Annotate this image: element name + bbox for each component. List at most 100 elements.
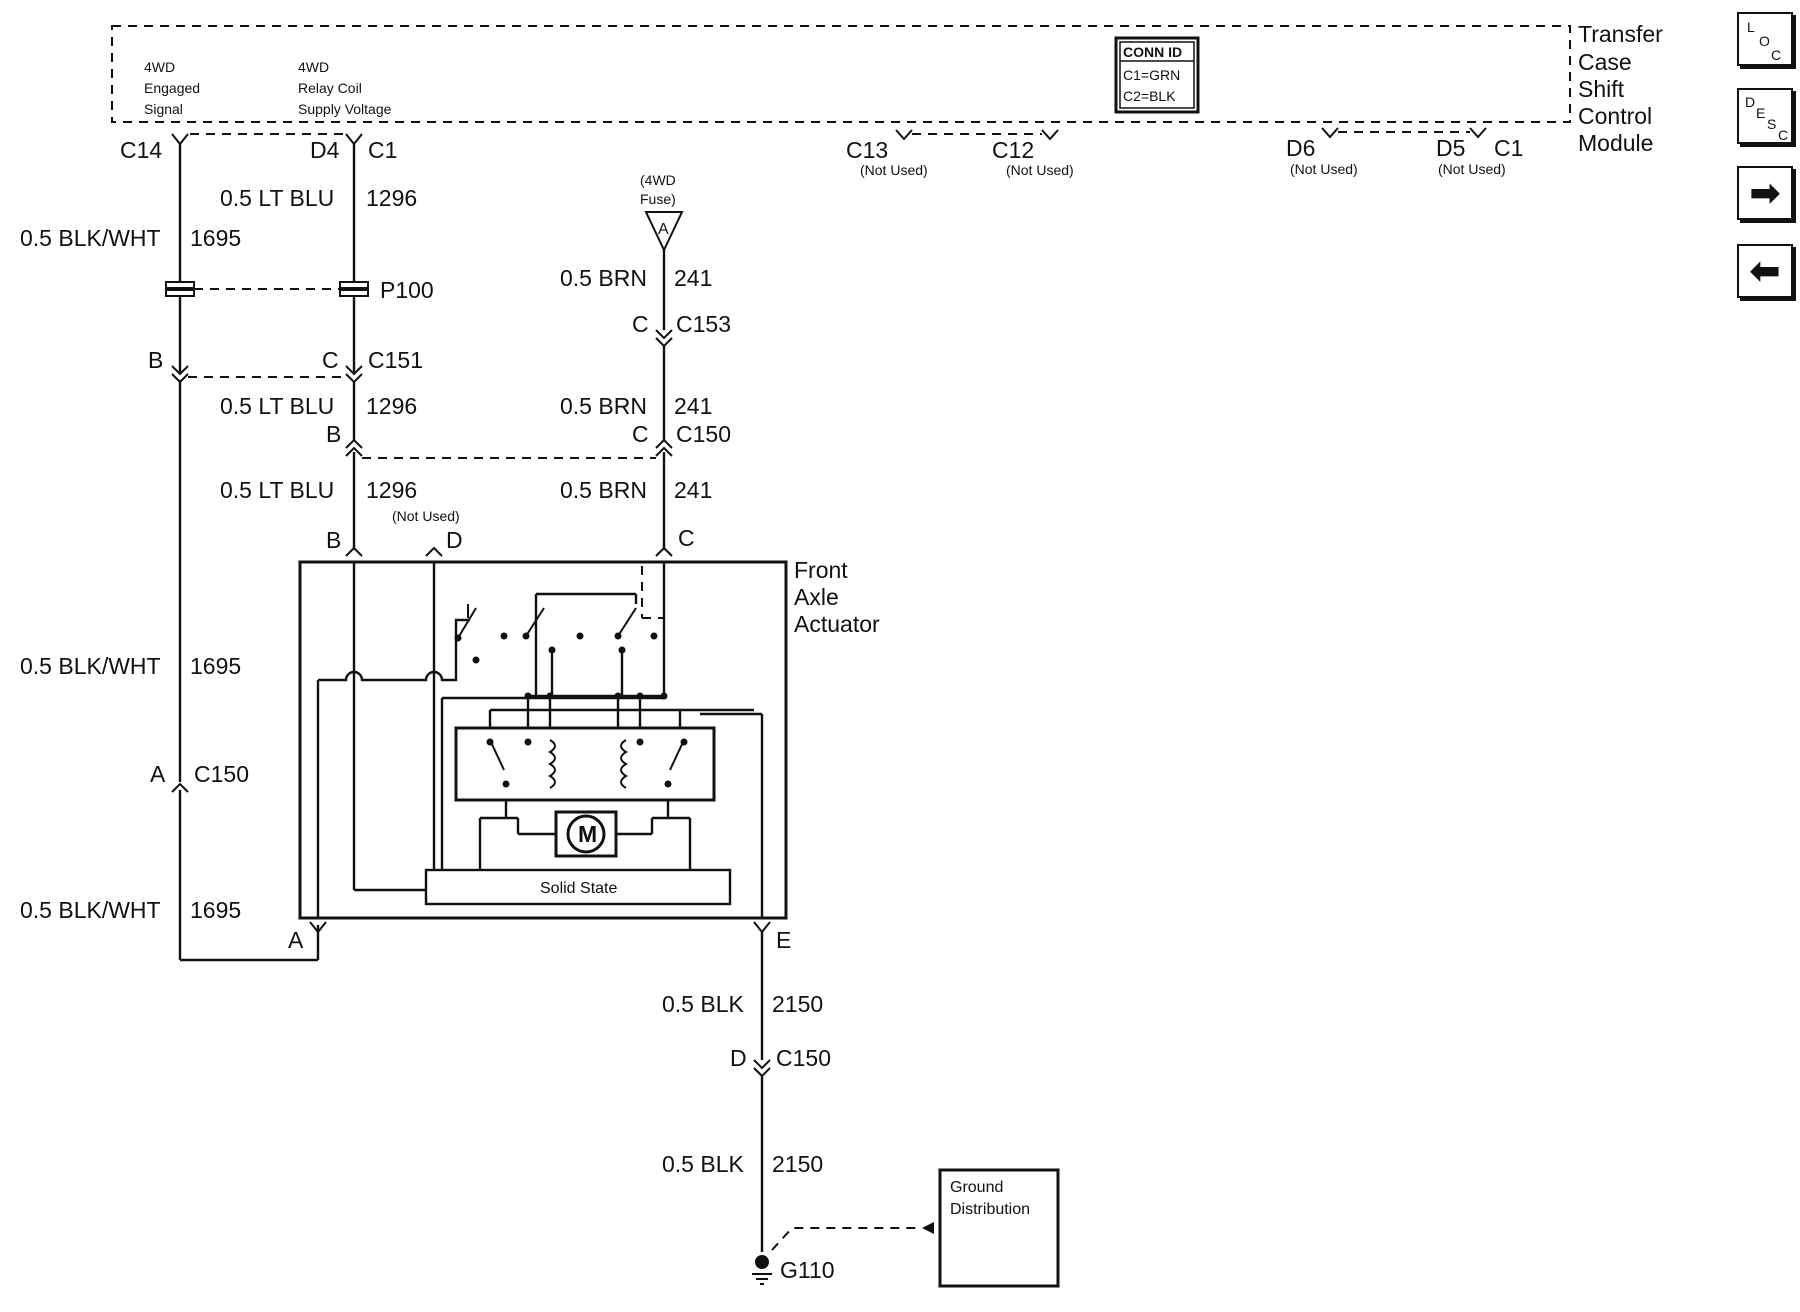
fuse-symbol [644, 211, 684, 253]
wire-1695-bottom-circuit: 1695 [190, 897, 241, 923]
actuator-pin-c-label: C [678, 525, 695, 551]
wire-2150-top-circuit: 2150 [772, 991, 823, 1017]
pin-c12-label: C12 [992, 137, 1034, 163]
wire-2150-top-gauge: 0.5 BLK [662, 991, 744, 1017]
actuator-pin-d-note: (Not Used) [392, 508, 460, 524]
pin-d6-note: (Not Used) [1290, 161, 1358, 177]
solid-state-label: Solid State [540, 880, 617, 897]
c153-pin-label: C [632, 311, 649, 337]
wire-2150-bottom-gauge: 0.5 BLK [662, 1151, 744, 1177]
splice-p100-label: P100 [380, 277, 434, 303]
description-button[interactable]: D E S C [1737, 88, 1793, 144]
wire-1695-top-circuit: 1695 [190, 225, 241, 251]
module-name-line-1: Transfer [1578, 21, 1663, 47]
relay-coil-left [548, 739, 556, 789]
left-arrow-icon: ⬅ [1749, 250, 1781, 291]
wire-1296-top-circuit: 1296 [366, 185, 417, 211]
module-name-line-4: Control [1578, 103, 1652, 129]
wire-2150-bottom-circuit: 2150 [772, 1151, 823, 1177]
c150-connector-label: C150 [676, 421, 731, 447]
actuator-pin-e-label: E [776, 927, 791, 953]
pin-d4-symbol [345, 133, 363, 146]
front-axle-actuator: Front Axle Actuator B D (Not Used) C A E [288, 508, 880, 953]
motor-label: M [578, 821, 597, 847]
actuator-outline [298, 560, 788, 920]
pin-d5-symbol [1469, 127, 1487, 139]
wire-1695-bottom-gauge: 0.5 BLK/WHT [20, 897, 161, 923]
pin-c13-note: (Not Used) [860, 162, 928, 178]
previous-page-button[interactable]: ⬅ [1737, 244, 1793, 298]
c150-pin-a-connector: C150 [194, 761, 249, 787]
loc-letter-c: C [1771, 47, 1782, 63]
conn-id-title: CONN ID [1123, 44, 1182, 60]
c151-pin-b-symbol [171, 365, 189, 376]
ground-distribution-link [771, 1227, 920, 1251]
module-name-line-2: Case [1578, 49, 1632, 75]
actuator-pin-c-symbol [655, 546, 673, 557]
actuator-pin-a-label: A [288, 927, 304, 953]
pin-d6-symbol [1321, 127, 1339, 139]
next-page-button[interactable]: ➡ [1737, 166, 1793, 220]
c151-pin-b-label: B [148, 347, 163, 373]
wire-241-bottom-gauge: 0.5 BRN [560, 477, 647, 503]
wire-241-mid-gauge: 0.5 BRN [560, 393, 647, 419]
module-name-line-5: Module [1578, 130, 1653, 156]
pin-c13-label: C13 [846, 137, 888, 163]
actuator-pin-d-label: D [446, 527, 463, 553]
pin-c12-symbol [1041, 129, 1059, 141]
wire-1296-mid-circuit: 1296 [366, 393, 417, 419]
wire-1296-top-gauge: 0.5 LT BLU [220, 185, 334, 211]
solid-state-module: Solid State [424, 868, 732, 906]
actuator-name-line-3: Actuator [794, 611, 880, 637]
fuse-label-line-1: (4WD [640, 172, 676, 188]
pin-d5-label: D5 [1436, 135, 1465, 161]
location-button[interactable]: L O C [1737, 12, 1793, 66]
c153-pin-c-symbol [655, 329, 673, 340]
actuator-name-line-2: Axle [794, 584, 839, 610]
desc-letter-d: D [1745, 94, 1756, 110]
ground-distribution-line-1[interactable]: Ground [950, 1179, 1003, 1196]
desc-letter-e: E [1756, 105, 1766, 121]
pin-d4-connector: C1 [368, 137, 397, 163]
ground-distribution-box[interactable]: Ground Distribution [938, 1168, 1060, 1288]
signal-relay-coil-line-3: Supply Voltage [298, 101, 392, 117]
switch-contacts [454, 604, 658, 664]
fuse-label-line-2: Fuse) [640, 191, 676, 207]
relay-coil-right [620, 739, 628, 789]
wire-1695: 0.5 BLK/WHT 1695 0.5 BLK/WHT 1695 0.5 BL… [20, 144, 320, 962]
c153-connector-label: C153 [676, 311, 731, 337]
c150-pin-d-symbol [753, 1059, 771, 1070]
conn-id-c2: C2=BLK [1123, 88, 1176, 104]
module-pins: C14 D4 C1 C13 (Not Used) C12 (Not Used) … [120, 127, 1523, 178]
module-name-line-3: Shift [1578, 76, 1625, 102]
wire-1296-bottom-gauge: 0.5 LT BLU [220, 477, 334, 503]
actuator-pin-b-symbol [345, 546, 363, 557]
wire-241-top-gauge: 0.5 BRN [560, 265, 647, 291]
wire-1296: 0.5 LT BLU 1296 0.5 LT BLU 1296 0.5 LT B… [188, 144, 434, 550]
ground-g110: G110 [752, 1222, 934, 1285]
desc-letter-s: S [1767, 116, 1777, 132]
signal-relay-coil-line-1: 4WD [298, 59, 329, 75]
wire-1695-mid-gauge: 0.5 BLK/WHT [20, 653, 161, 679]
signal-4wd-engaged-line-1: 4WD [144, 59, 175, 75]
motor: M [478, 800, 692, 870]
wire-241-bottom-circuit: 241 [674, 477, 712, 503]
conn-id-box: CONN ID C1=GRN C2=BLK [1114, 36, 1200, 114]
ground-distribution-line-2[interactable]: Distribution [950, 1201, 1030, 1218]
pin-d6-label: D6 [1286, 135, 1315, 161]
actuator-name-line-1: Front [794, 557, 848, 583]
c150-pin-b-label: B [326, 421, 341, 447]
c150-pin-c-label: C [632, 421, 649, 447]
pin-d4-label: D4 [310, 137, 340, 163]
actuator-pin-d-symbol [425, 546, 443, 557]
pin-c12-note: (Not Used) [1006, 162, 1074, 178]
c150-pin-a-label: A [150, 761, 166, 787]
wire-2150: 0.5 BLK 2150 0.5 BLK 2150 D C150 [662, 932, 831, 1252]
wire-1695-top-gauge: 0.5 BLK/WHT [20, 225, 161, 251]
c150-pin-b-symbol [345, 438, 363, 449]
wire-1296-bottom-circuit: 1296 [366, 477, 417, 503]
transfer-case-shift-control-module: Transfer Case Shift Control Module 4WD E… [111, 21, 1663, 156]
wire-241: (4WD Fuse) A 0.5 BRN 241 0.5 BRN 241 0.5… [362, 172, 731, 550]
ground-g110-label: G110 [780, 1257, 835, 1283]
